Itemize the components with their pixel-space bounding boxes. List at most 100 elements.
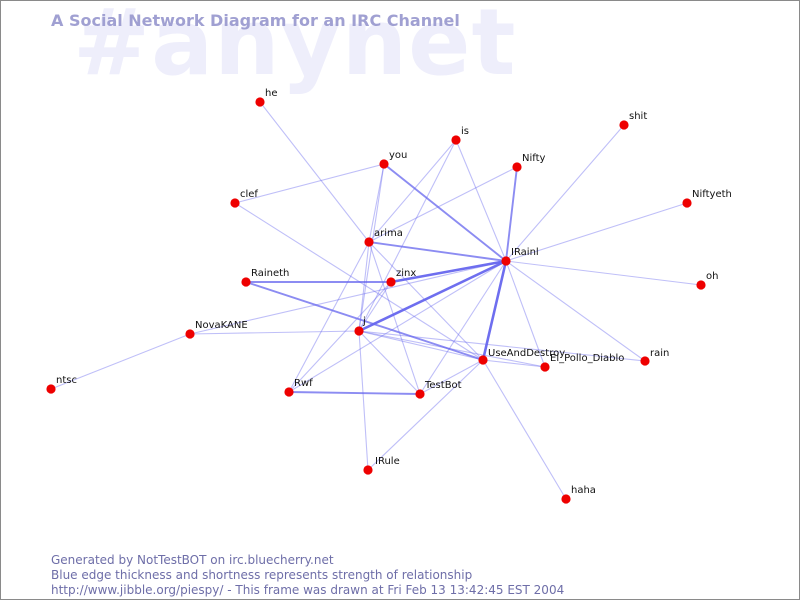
footer-info: Generated by NotTestBOT on irc.bluecherr… [51,553,564,598]
edge-useanddestroy-haha [482,359,567,500]
node-dot-oh [696,280,706,290]
node-dot-nifty [512,162,522,172]
node-label-clef: clef [240,189,258,200]
node-shit: shit [619,111,647,130]
node-dot-rwf [284,387,294,397]
footer-credit: http://www.jibble.org/piespy/ - This fra… [51,583,565,597]
edge-shit-irainl [505,124,625,262]
node-dot-useanddestroy [478,355,488,365]
node-testbot: TestBot [415,380,462,399]
node-label-rain: rain [650,348,669,359]
edge-nifty-arima [368,166,518,243]
node-label-elpollo: El_Pollo_Diablo [550,353,624,364]
edge-zinx-irainl [389,259,508,284]
edge-is-arima [368,139,457,243]
edge-arima-rwf [288,241,370,393]
edge-j-elpollo [358,330,546,368]
edge-irainl-rain [505,260,646,362]
edge-nifty-irainl [505,166,518,262]
node-haha: haha [561,485,596,504]
node-label-j: j [362,316,366,327]
edge-j-novakane [189,330,360,335]
node-useanddestroy: UseAndDestroy [478,348,565,365]
edge-raineth-useanddestroy [245,281,484,361]
node-label-irule: IRule [375,456,400,467]
node-rain: rain [640,348,669,366]
node-dot-rain [640,356,650,366]
edge-zinx-rwf [288,281,392,393]
node-oh: oh [696,271,718,290]
edge-niftyeth-irainl [505,202,688,262]
node-dot-zinx [386,277,396,287]
footer-generated-by: Generated by NotTestBOT on irc.bluecherr… [51,553,334,567]
edge-j-irule [358,330,369,471]
edge-you-j [358,163,385,332]
node-he: he [255,88,278,107]
edge-zinx-j [358,281,392,332]
node-zinx: zinx [386,268,416,287]
node-label-novakane: NovaKANE [195,320,248,331]
edge-he-arima [259,101,370,243]
node-label-ntsc: ntsc [56,375,77,386]
node-label-irainl: IRainl [511,247,539,258]
node-label-rwf: Rwf [294,378,313,389]
node-dot-is [451,135,461,145]
page-title: A Social Network Diagram for an IRC Chan… [51,11,460,30]
node-label-is: is [461,126,469,137]
edge-you-irainl [383,163,507,262]
edge-you-clef [234,163,385,204]
node-dot-novakane [185,329,195,339]
edge-arima-irainl [368,241,507,262]
node-is: is [451,126,469,145]
node-dot-testbot [415,389,425,399]
node-label-zinx: zinx [396,268,416,279]
node-dot-niftyeth [682,198,692,208]
node-elpollo: El_Pollo_Diablo [540,353,624,372]
edge-rwf-testbot [288,391,421,395]
edge-j-useanddestroy [358,330,484,361]
edge-useanddestroy-elpollo [482,359,546,368]
node-raineth: Raineth [241,268,289,287]
node-dot-you [379,159,389,169]
edge-is-j [358,139,457,332]
node-j: j [354,316,366,336]
node-label-oh: oh [706,271,718,282]
node-dot-irule [363,465,373,475]
edge-arima-testbot [368,241,421,395]
edge-you-arima [368,163,385,243]
node-dot-elpollo [540,362,550,372]
node-label-nifty: Nifty [522,153,546,164]
footer-legend: Blue edge thickness and shortness repres… [51,568,473,582]
node-irule: IRule [363,456,400,475]
node-you: you [379,150,407,169]
node-dot-ntsc [46,384,56,394]
edge-useanddestroy-irule [367,359,484,471]
node-label-shit: shit [629,111,647,122]
edge-is-irainl [455,139,507,262]
node-label-he: he [265,88,278,99]
edge-arima-j [358,241,370,332]
node-dot-he [255,97,265,107]
node-irainl: IRainl [501,247,539,266]
edge-arima-useanddestroy [368,241,484,361]
edge-irainl-elpollo [505,260,546,368]
node-label-raineth: Raineth [251,268,289,279]
channel-watermark: #anynet [73,0,517,96]
edge-j-rain [358,330,646,362]
edge-irainl-rwf [288,260,507,393]
node-label-haha: haha [571,485,596,496]
node-label-arima: arima [374,228,403,239]
node-label-niftyeth: Niftyeth [692,189,732,200]
edge-oh-irainl [505,260,702,286]
edge-irainl-useanddestroy [481,259,508,362]
node-arima: arima [364,228,403,247]
node-rwf: Rwf [284,378,313,397]
node-niftyeth: Niftyeth [682,189,732,208]
node-nifty: Nifty [512,153,546,172]
node-dot-clef [230,198,240,208]
edge-j-irainl [357,259,508,333]
edge-novakane-ntsc [50,333,191,390]
edge-novakane-irainl [189,260,507,335]
